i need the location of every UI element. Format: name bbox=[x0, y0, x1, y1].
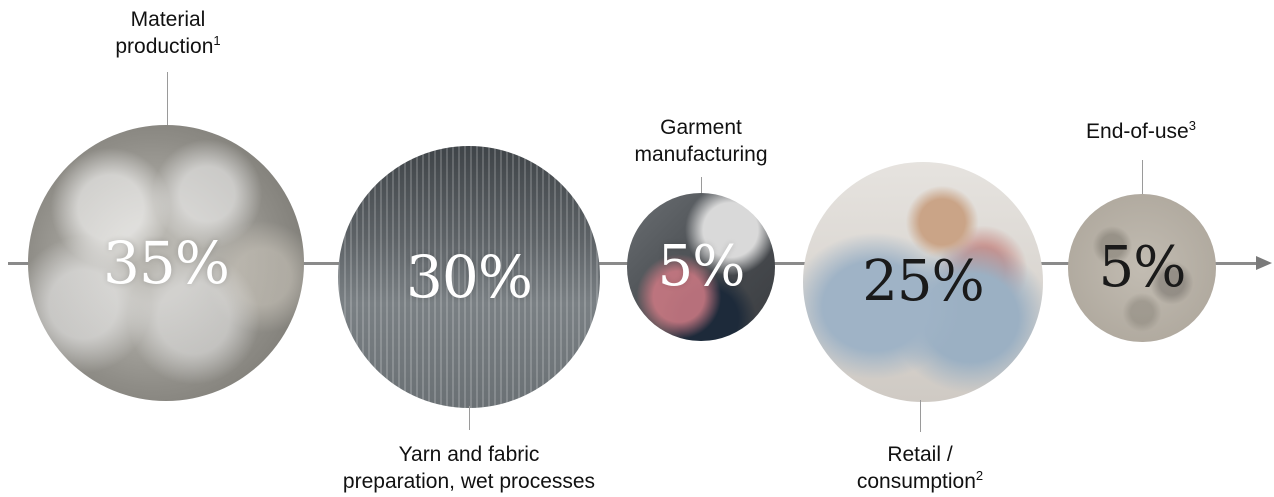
stage-label-retail-consumption: Retail / consumption2 bbox=[856, 443, 984, 493]
stage-circle-material-production: 35% bbox=[28, 125, 304, 401]
stage-circle-retail-consumption: 25% bbox=[803, 162, 1043, 402]
stage-value: 30% bbox=[406, 243, 533, 311]
stage-label-end-of-use: End-of-use3 bbox=[1086, 118, 1196, 143]
footnote-marker: 2 bbox=[975, 468, 984, 483]
stage-label-yarn-fabric-preparation: Yarn and fabric preparation, wet process… bbox=[342, 443, 596, 493]
stage-value: 25% bbox=[862, 249, 984, 314]
stage-circle-yarn-fabric-preparation: 30% bbox=[338, 146, 600, 408]
arrow-right-icon bbox=[1256, 256, 1272, 270]
footnote-marker: 1 bbox=[213, 33, 221, 48]
stage-label-material-production: Material production1 bbox=[115, 8, 221, 58]
connector-line bbox=[167, 72, 168, 126]
stage-value: 5% bbox=[1098, 235, 1187, 300]
stage-circle-end-of-use: 5% bbox=[1068, 194, 1216, 342]
connector-line bbox=[920, 400, 921, 432]
stage-value: 35% bbox=[103, 229, 230, 297]
connector-line bbox=[1142, 160, 1143, 195]
stage-circle-garment-manufacturing: 5% bbox=[627, 193, 775, 341]
footnote-marker: 3 bbox=[1188, 118, 1196, 133]
connector-line bbox=[701, 177, 702, 194]
stage-value: 5% bbox=[657, 234, 746, 299]
stage-label-garment-manufacturing: Garment manufacturing bbox=[634, 116, 768, 166]
connector-line bbox=[469, 406, 470, 430]
